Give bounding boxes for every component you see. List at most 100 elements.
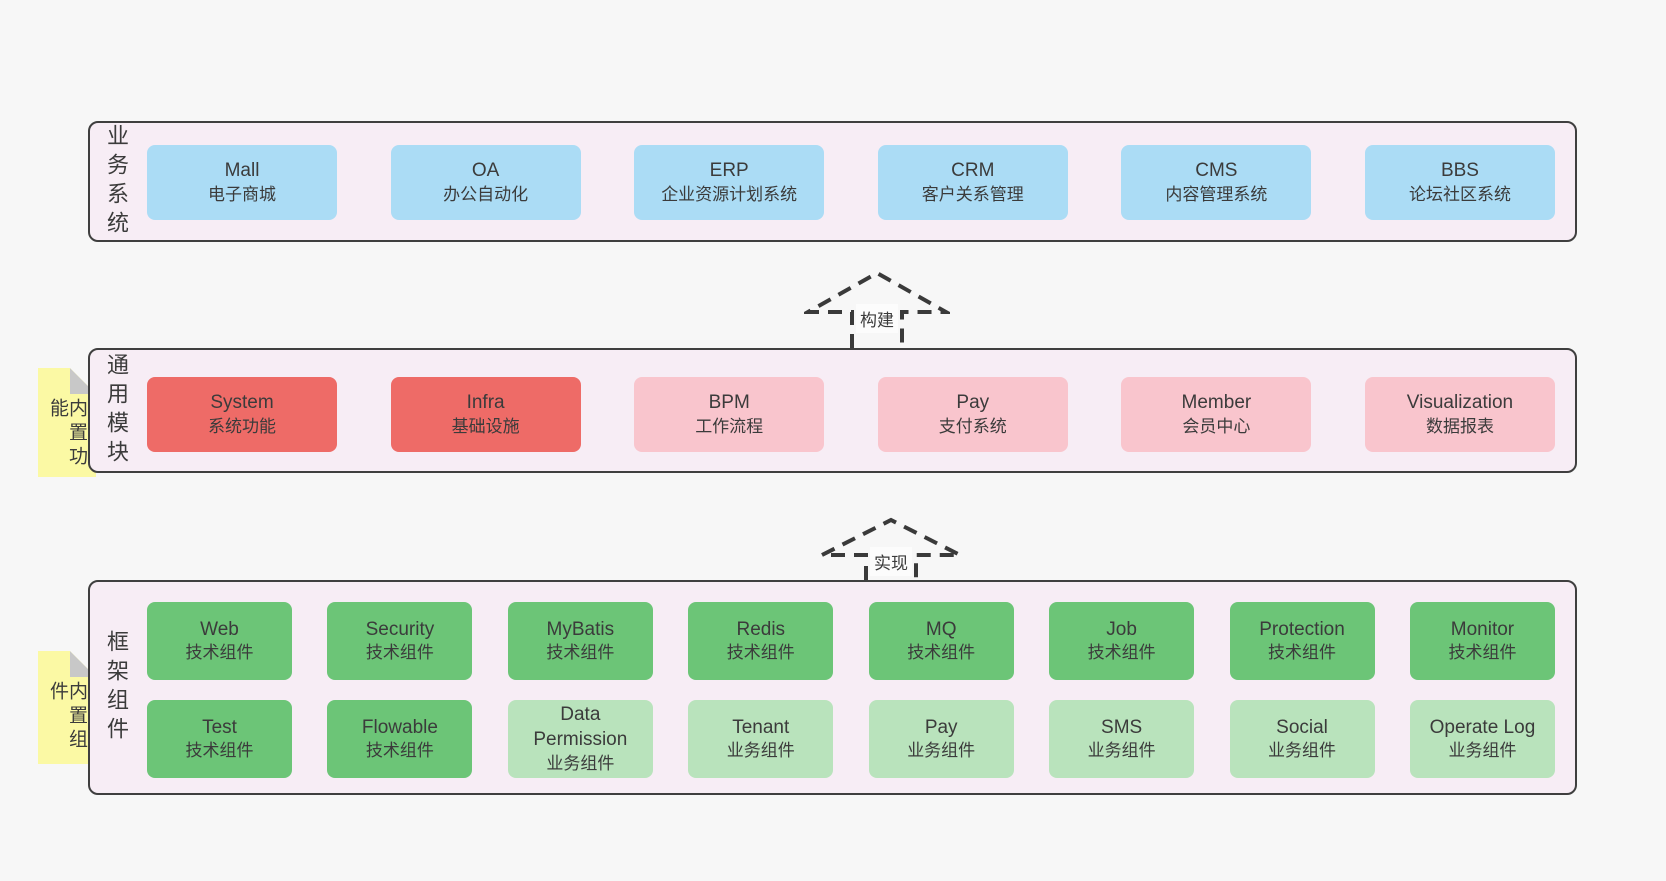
box-subtitle: 会员中心: [1182, 416, 1251, 436]
box-subtitle: 技术组件: [365, 741, 434, 761]
box-test: Test 技术组件: [147, 700, 292, 778]
up-arrow-dashed-icon: [804, 270, 950, 348]
box-data-permission: Data Permission 业务组件: [507, 700, 653, 778]
box-title: CRM: [951, 160, 995, 182]
layer-label-modules: 通用模块: [98, 350, 134, 471]
tag-text: 内置功能: [47, 398, 87, 470]
box-protection: Protection 技术组件: [1229, 602, 1375, 680]
box-subtitle: 基础设施: [451, 416, 520, 436]
box-tenant: Tenant 业务组件: [688, 700, 834, 778]
box-title: Security: [365, 618, 435, 640]
box-subtitle: 技术组件: [1087, 643, 1156, 663]
box-title: Tenant: [732, 716, 790, 738]
box-subtitle: 支付系统: [938, 416, 1007, 436]
box-title: Test: [202, 716, 237, 738]
box-web: Web 技术组件: [147, 602, 292, 680]
box-title: Monitor: [1450, 618, 1515, 640]
box-title: Pay: [924, 716, 958, 738]
box-title: ERP: [709, 160, 749, 182]
box-subtitle: 技术组件: [365, 643, 434, 663]
box-subtitle: 技术组件: [907, 643, 976, 663]
box-title: Redis: [736, 618, 786, 640]
box-title: Flowable: [361, 716, 438, 738]
box-subtitle: 业务组件: [1448, 741, 1517, 761]
box-title: Pay: [956, 392, 990, 414]
box-subtitle: 企业资源计划系统: [661, 184, 798, 204]
box-subtitle: 技术组件: [726, 643, 795, 663]
box-mybatis: MyBatis 技术组件: [507, 602, 653, 680]
box-title: Member: [1181, 392, 1252, 414]
box-title: Mall: [224, 160, 260, 182]
box-subtitle: 业务组件: [1087, 741, 1156, 761]
box-flowable: Flowable 技术组件: [327, 700, 473, 778]
arrow-build-label: 构建: [856, 304, 898, 333]
box-subtitle: 业务组件: [726, 741, 795, 761]
box-security: Security 技术组件: [327, 602, 473, 680]
box-subtitle: 客户关系管理: [921, 184, 1024, 204]
layer-label-text: 业务系统: [104, 123, 129, 240]
box-title: Protection: [1259, 618, 1345, 640]
layer-label-components: 框架组件: [98, 582, 134, 793]
box-subtitle: 办公自动化: [443, 184, 529, 204]
up-arrow-dashed-icon: [821, 517, 961, 580]
box-title: MyBatis: [546, 618, 615, 640]
box-subtitle: 数据报表: [1425, 416, 1494, 436]
arrow-implement-label: 实现: [870, 547, 912, 576]
layer-label-text: 框架组件: [104, 629, 129, 746]
box-title: CMS: [1195, 160, 1238, 182]
box-subtitle: 技术组件: [1448, 643, 1517, 663]
box-monitor: Monitor 技术组件: [1409, 602, 1555, 680]
arrow-build: 构建: [804, 270, 950, 348]
box-title: BBS: [1440, 160, 1479, 182]
box-title: Visualization: [1406, 392, 1514, 414]
box-subtitle: 电子商城: [208, 184, 276, 204]
box-subtitle: 工作流程: [695, 416, 764, 436]
box-title: BPM: [708, 392, 750, 414]
box-subtitle: 系统功能: [208, 416, 276, 436]
box-subtitle: 业务组件: [907, 741, 976, 761]
arrow-implement: 实现: [818, 517, 964, 580]
layer-label-business: 业务系统: [98, 123, 134, 240]
tag-text: 内置组件: [47, 681, 87, 753]
tag-built-in-features: 内置功能: [38, 368, 96, 477]
tag-built-in-components: 内置组件: [38, 651, 96, 764]
box-subtitle: 业务组件: [546, 753, 615, 773]
box-title: Social: [1276, 716, 1328, 738]
box-title: Data Permission: [533, 704, 628, 750]
box-title: Web: [200, 618, 239, 640]
layer-label-text: 通用模块: [104, 352, 129, 469]
box-pay: Pay 业务组件: [868, 700, 1014, 778]
box-subtitle: 技术组件: [185, 741, 254, 761]
box-title: System: [210, 392, 274, 414]
box-redis: Redis 技术组件: [688, 602, 834, 680]
box-subtitle: 技术组件: [185, 643, 254, 663]
box-subtitle: 技术组件: [546, 643, 615, 663]
box-title: OA: [471, 160, 500, 182]
box-subtitle: 内容管理系统: [1165, 184, 1268, 204]
box-subtitle: 技术组件: [1268, 643, 1337, 663]
